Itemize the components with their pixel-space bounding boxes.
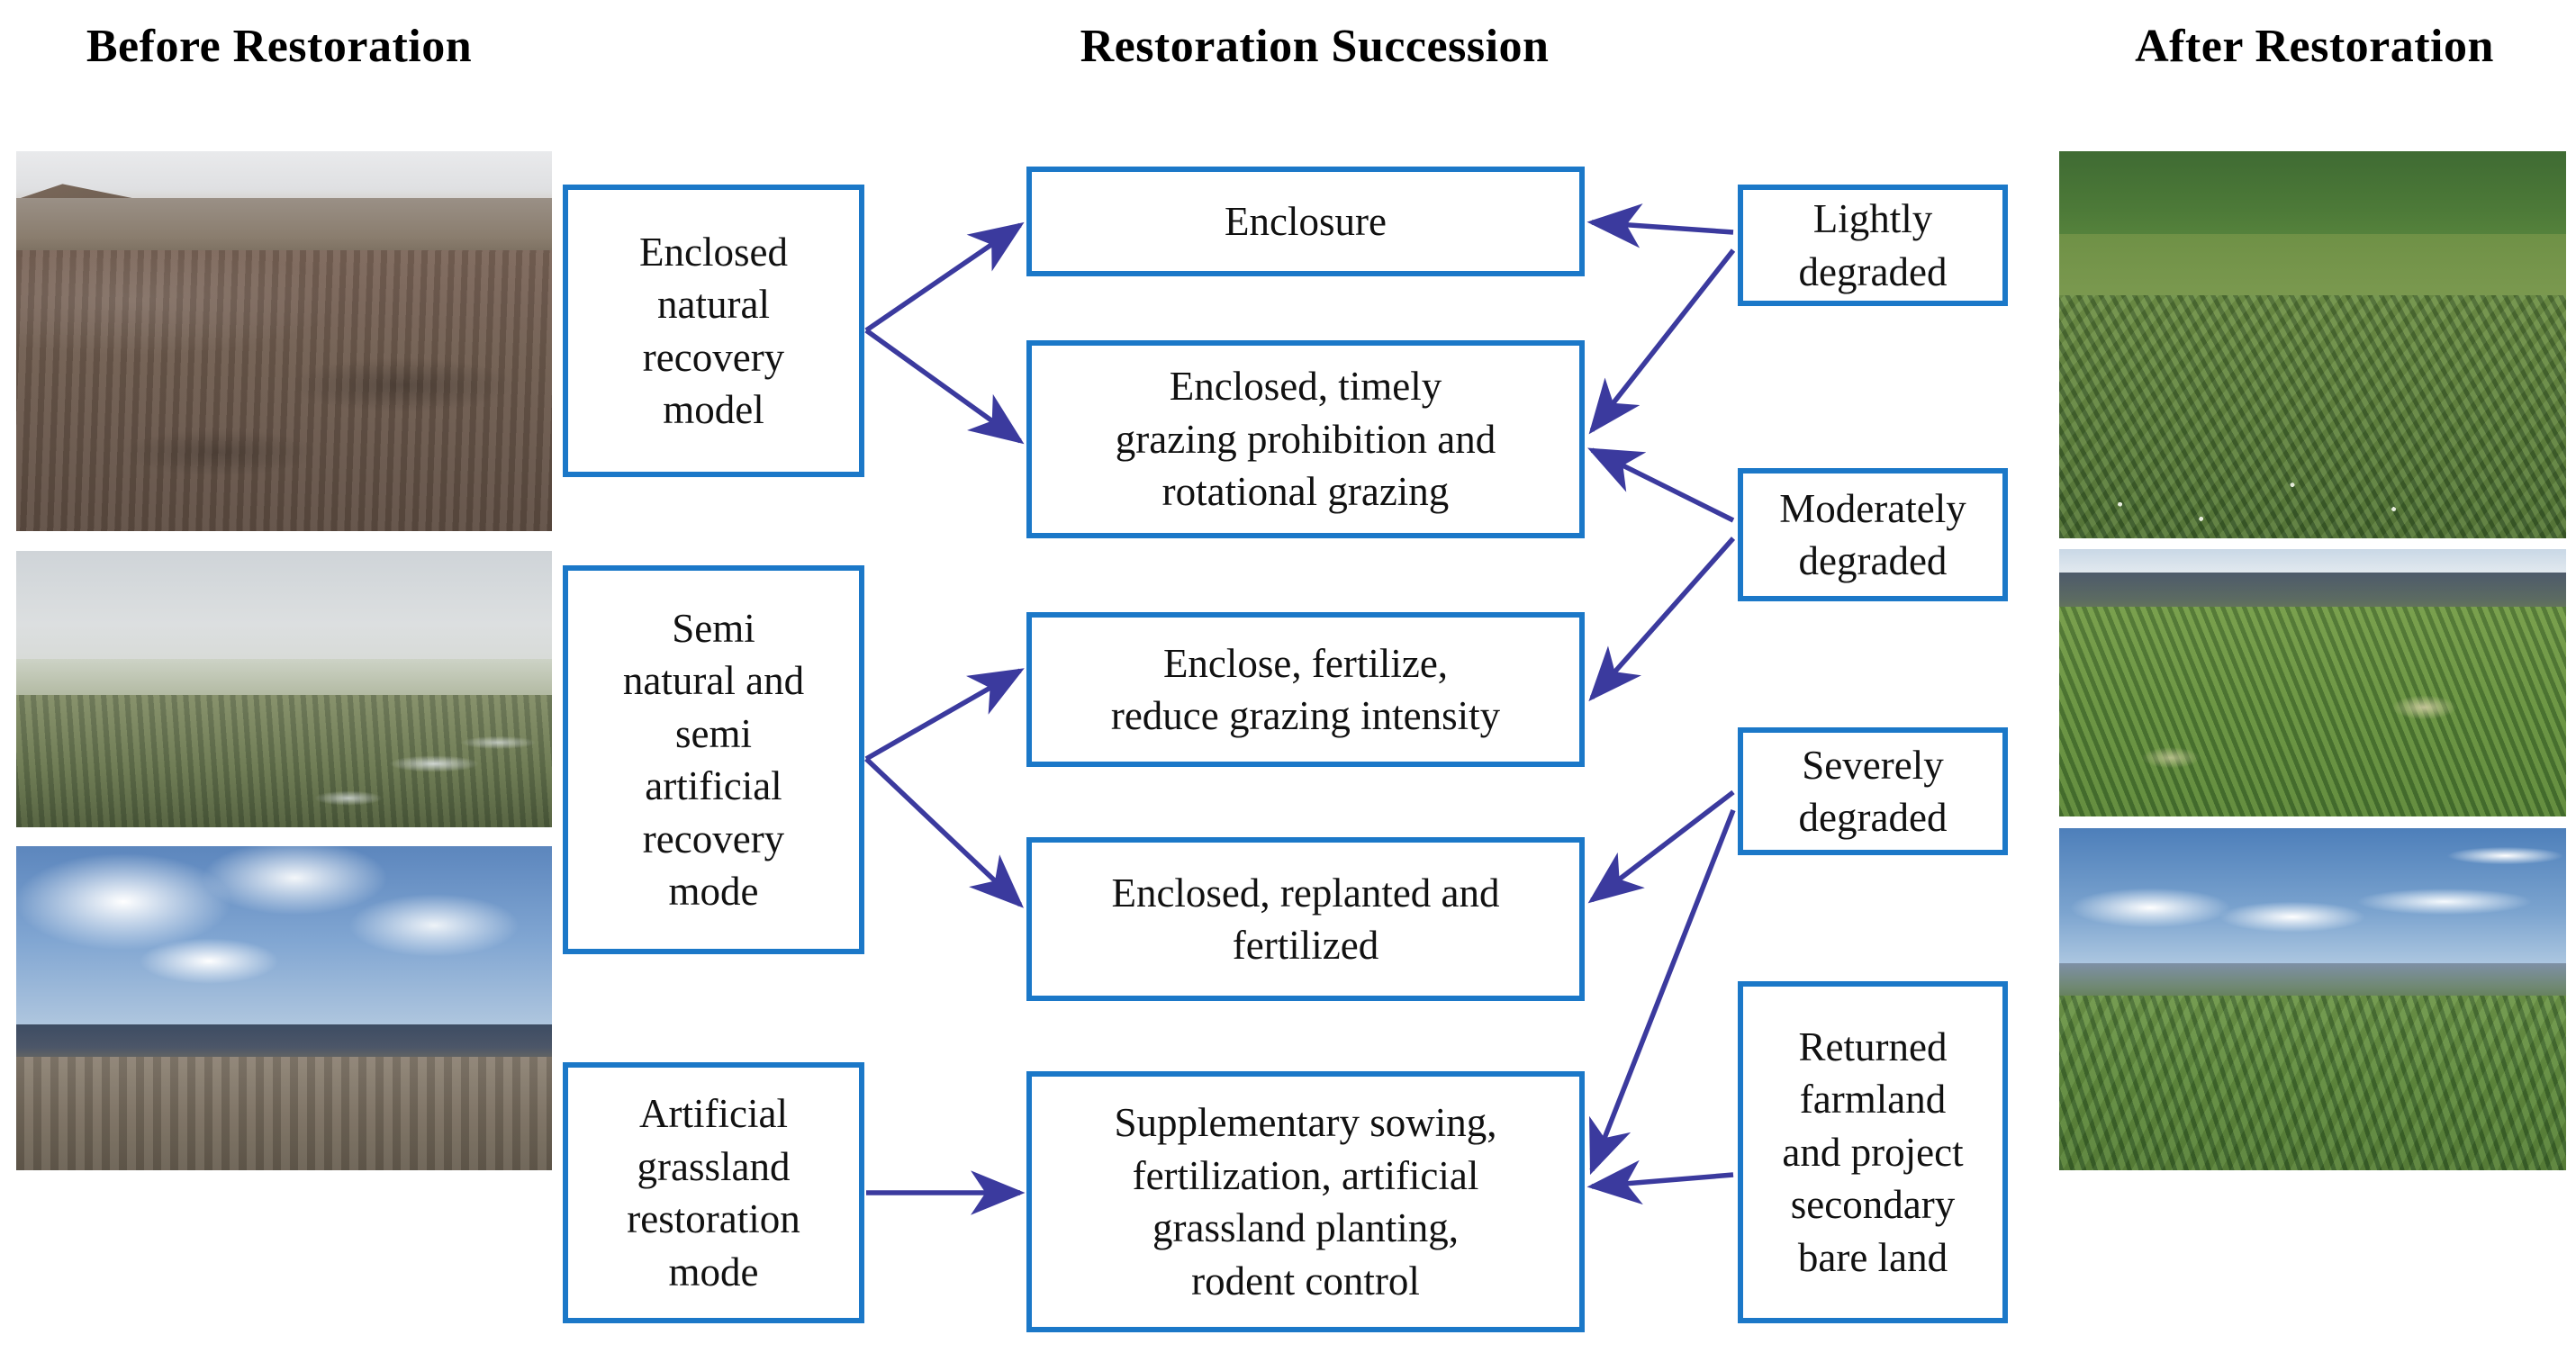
- node-line: Semi: [672, 605, 755, 651]
- edge-right3-to-mid4: [1587, 789, 1735, 904]
- node-text: Enclosed, replanted and fertilized: [1111, 867, 1499, 972]
- node-severely-degraded[interactable]: Severely degraded: [1738, 727, 2008, 855]
- node-text: Lightly degraded: [1799, 193, 1948, 298]
- photo-sky-layer: [2059, 828, 2566, 981]
- photo-ground-layer: [2059, 607, 2566, 816]
- node-line: reduce grazing intensity: [1110, 693, 1501, 738]
- node-line: degraded: [1798, 248, 1948, 294]
- node-line: mode: [668, 869, 759, 914]
- node-text: Enclosure: [1225, 195, 1387, 248]
- node-line: farmland: [1799, 1077, 1947, 1123]
- photo-restored-green-field-with-mountains: [2059, 549, 2566, 816]
- node-line: Supplementary sowing,: [1114, 1100, 1497, 1145]
- column-header-restoration-succession: Restoration Succession: [1080, 21, 1550, 72]
- node-text: Semi natural and semi artificial recover…: [623, 602, 804, 918]
- node-text: Enclosed natural recovery model: [639, 226, 788, 437]
- edge-right2-to-mid2: [1587, 447, 1735, 523]
- node-text: Moderately degraded: [1779, 483, 1966, 588]
- node-supplementary-sowing-fertilization-artificial-grassland-planting-rodent-control[interactable]: Supplementary sowing, fertilization, art…: [1026, 1071, 1585, 1332]
- node-text: Supplementary sowing, fertilization, art…: [1115, 1096, 1497, 1307]
- node-line: Enclosed: [639, 229, 788, 275]
- node-line: restoration: [627, 1196, 800, 1241]
- node-line: Artificial: [639, 1091, 788, 1136]
- edge-right2-to-mid3: [1588, 537, 1736, 702]
- node-returned-farmland-and-project-secondary-bare-land[interactable]: Returned farmland and project secondary …: [1738, 981, 2008, 1323]
- node-enclosed-replanted-and-fertilized[interactable]: Enclosed, replanted and fertilized: [1026, 837, 1585, 1001]
- photo-ground-layer: [16, 1057, 552, 1170]
- node-line: fertilization, artificial: [1132, 1152, 1479, 1198]
- node-enclosure[interactable]: Enclosure: [1026, 167, 1585, 276]
- edge-left2-to-mid4: [864, 757, 1024, 908]
- node-line: mode: [668, 1249, 759, 1294]
- column-header-after-restoration: After Restoration: [2135, 21, 2494, 72]
- node-line: model: [663, 387, 764, 432]
- node-line: grazing prohibition and: [1115, 416, 1496, 462]
- edge-right1-to-mid1: [1586, 203, 1734, 248]
- node-line: recovery: [642, 816, 785, 861]
- node-line: semi: [674, 710, 752, 756]
- node-line: Enclosed, timely: [1169, 364, 1442, 410]
- node-line: degraded: [1798, 538, 1948, 583]
- node-line: artificial: [645, 763, 782, 808]
- node-line: Lightly: [1812, 196, 1933, 241]
- node-line: Enclosed, replanted and: [1111, 870, 1500, 916]
- edge-left1-to-mid1: [864, 221, 1025, 333]
- photo-degraded-bare-brown-slope: [16, 151, 552, 531]
- node-line: natural: [657, 282, 770, 327]
- node-line: Severely: [1802, 742, 1944, 788]
- photo-ground-layer: [16, 695, 552, 827]
- node-line: degraded: [1798, 795, 1948, 840]
- node-line: recovery: [642, 334, 785, 380]
- node-line: bare land: [1797, 1234, 1948, 1280]
- photo-sky-layer: [16, 846, 552, 1044]
- node-line: grassland planting,: [1152, 1205, 1459, 1250]
- node-artificial-grassland-restoration-mode[interactable]: Artificial grassland restoration mode: [563, 1062, 864, 1323]
- column-header-before-restoration: Before Restoration: [86, 21, 473, 72]
- node-enclosed-natural-recovery-model[interactable]: Enclosed natural recovery model: [563, 185, 864, 477]
- edge-right4-to-mid5: [1586, 1159, 1734, 1205]
- node-text: Artificial grassland restoration mode: [627, 1087, 800, 1298]
- node-line: rotational grazing: [1161, 469, 1450, 515]
- node-line: rodent control: [1191, 1258, 1420, 1303]
- node-line: Moderately: [1779, 485, 1966, 531]
- node-line: and project: [1782, 1129, 1964, 1175]
- photo-bare-plain-under-cloudy-sky: [16, 846, 552, 1170]
- edge-right1-to-mid2: [1588, 248, 1736, 435]
- edge-left2-to-mid3: [864, 668, 1025, 762]
- node-line: Enclose, fertilize,: [1162, 640, 1449, 686]
- node-line: Enclosure: [1225, 198, 1387, 244]
- node-line: Returned: [1798, 1024, 1948, 1069]
- photo-ground-layer: [2059, 996, 2566, 1170]
- photo-restored-lush-green-hillside: [2059, 151, 2566, 538]
- node-text: Severely degraded: [1799, 739, 1948, 844]
- node-enclosed-timely-grazing-prohibition-rotational-grazing[interactable]: Enclosed, timely grazing prohibition and…: [1026, 340, 1585, 538]
- node-line: grassland: [637, 1143, 791, 1189]
- node-text: Returned farmland and project secondary …: [1782, 1021, 1963, 1285]
- node-text: Enclose, fertilize, reduce grazing inten…: [1111, 637, 1500, 743]
- photo-ground-layer: [2059, 295, 2566, 538]
- edge-left1-to-mid2: [864, 328, 1025, 445]
- node-line: natural and: [622, 658, 805, 703]
- node-line: secondary: [1790, 1182, 1956, 1228]
- photo-restored-green-plain-blue-sky: [2059, 828, 2566, 1170]
- node-line: fertilized: [1232, 923, 1379, 968]
- node-enclose-fertilize-reduce-grazing-intensity[interactable]: Enclose, fertilize, reduce grazing inten…: [1026, 612, 1585, 767]
- node-text: Enclosed, timely grazing prohibition and…: [1116, 360, 1496, 519]
- node-lightly-degraded[interactable]: Lightly degraded: [1738, 185, 2008, 306]
- node-moderately-degraded[interactable]: Moderately degraded: [1738, 468, 2008, 601]
- photo-ground-layer: [16, 250, 552, 531]
- photo-hazy-sparse-alpine-meadow: [16, 551, 552, 827]
- photo-midground-layer: [16, 1024, 552, 1062]
- node-semi-natural-semi-artificial-recovery-mode[interactable]: Semi natural and semi artificial recover…: [563, 565, 864, 954]
- edge-right3-to-mid5: [1589, 808, 1736, 1176]
